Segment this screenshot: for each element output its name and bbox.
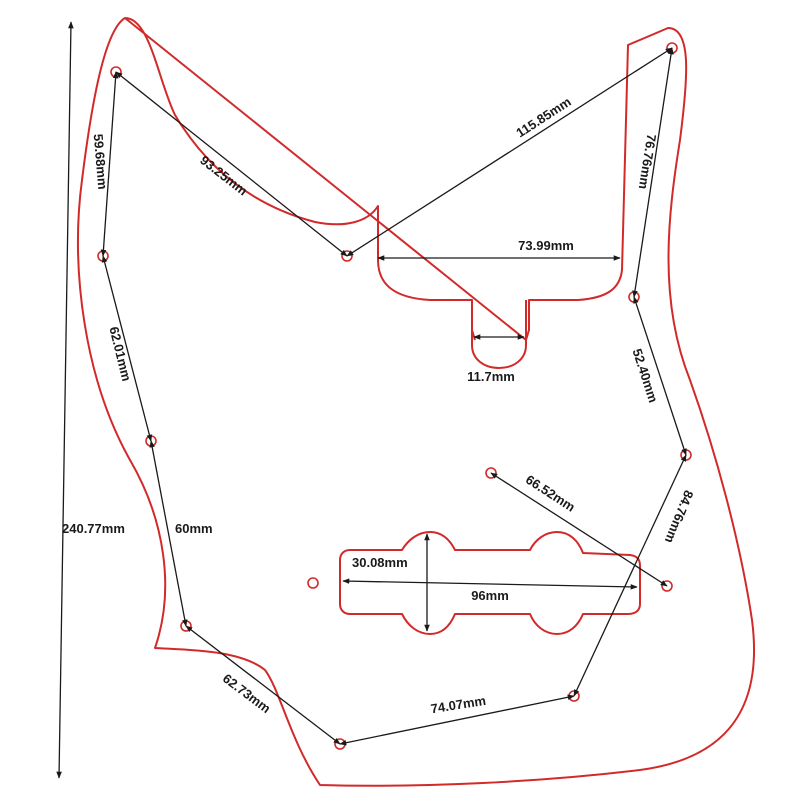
label-bottom-left: 62.73mm: [220, 671, 273, 716]
label-total-height: 240.77mm: [62, 521, 125, 536]
label-top-left-diagonal: 93.25mm: [197, 152, 250, 198]
dim-pickup-length: [342, 578, 638, 590]
dim-top-left-vertical: [100, 71, 119, 257]
dim-total-height: [56, 21, 74, 779]
label-right-upper: 52.40mm: [630, 347, 661, 405]
dim-right-upper: [633, 296, 687, 456]
dim-top-right-vertical: [632, 47, 674, 298]
pickup-cavity: [339, 531, 641, 635]
label-pickup-height: 30.08mm: [352, 555, 408, 570]
label-top-right-vertical: 76.76mm: [636, 133, 660, 190]
label-top-left-vertical: 59.68mm: [91, 133, 111, 190]
dim-bottom-center: [339, 694, 575, 746]
label-left-lower: 60mm: [175, 521, 213, 536]
label-neck-tab: 11.7mm: [467, 369, 515, 384]
label-bottom-center: 74.07mm: [430, 693, 487, 717]
neck-tab-slot: [471, 300, 527, 369]
pickup-screw-hole: [307, 577, 319, 589]
dim-control: [490, 472, 668, 587]
dimension-labels: 240.77mm 59.68mm 93.25mm 115.85mm 76.76m…: [62, 94, 697, 716]
dim-bottom-left: [185, 625, 341, 745]
label-left-upper: 62.01mm: [106, 325, 134, 383]
dim-top-left-diagonal: [115, 71, 348, 257]
label-control: 66.52mm: [523, 472, 578, 515]
label-neck-pocket: 73.99mm: [518, 238, 574, 253]
dimension-lines: [56, 21, 687, 779]
dim-left-lower: [149, 440, 188, 627]
mounting-holes: [97, 42, 692, 750]
dim-top-right-diagonal: [346, 47, 673, 257]
label-pickup-length: 96mm: [471, 588, 509, 603]
dim-left-upper: [101, 255, 153, 442]
